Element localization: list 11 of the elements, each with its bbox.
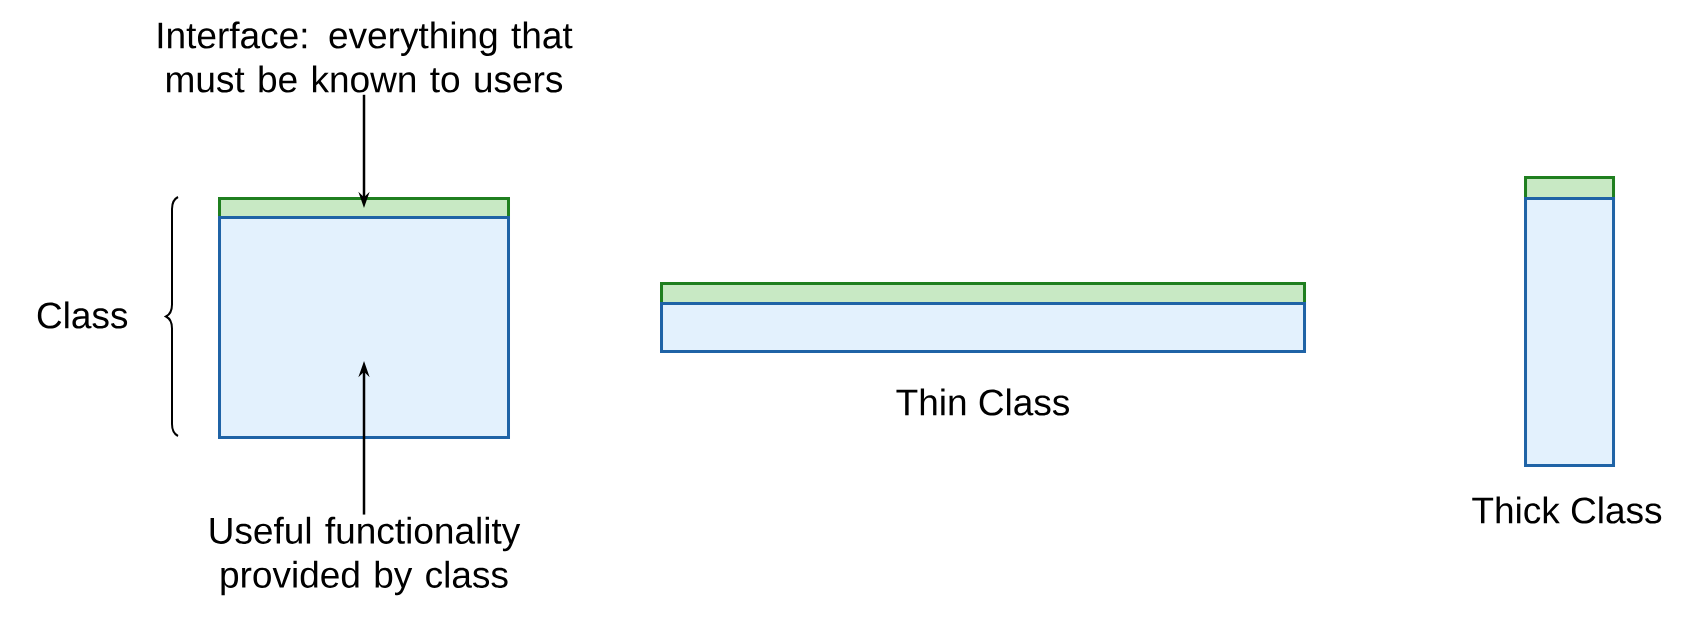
interface-bar bbox=[1524, 176, 1615, 200]
annotation-text: Interface: everything that must be known to users bbox=[158, 21, 573, 93]
annotation-text: Useful functionality provided by class bbox=[210, 516, 521, 596]
class-box bbox=[1524, 197, 1615, 467]
class-label: Thin Class bbox=[896, 388, 1069, 416]
class-label: Class bbox=[37, 301, 128, 329]
class-box bbox=[660, 302, 1306, 353]
class-label: Thick Class bbox=[1472, 496, 1662, 524]
interface-bar bbox=[218, 197, 510, 219]
interface-bar bbox=[660, 282, 1306, 305]
class-box bbox=[218, 216, 510, 439]
